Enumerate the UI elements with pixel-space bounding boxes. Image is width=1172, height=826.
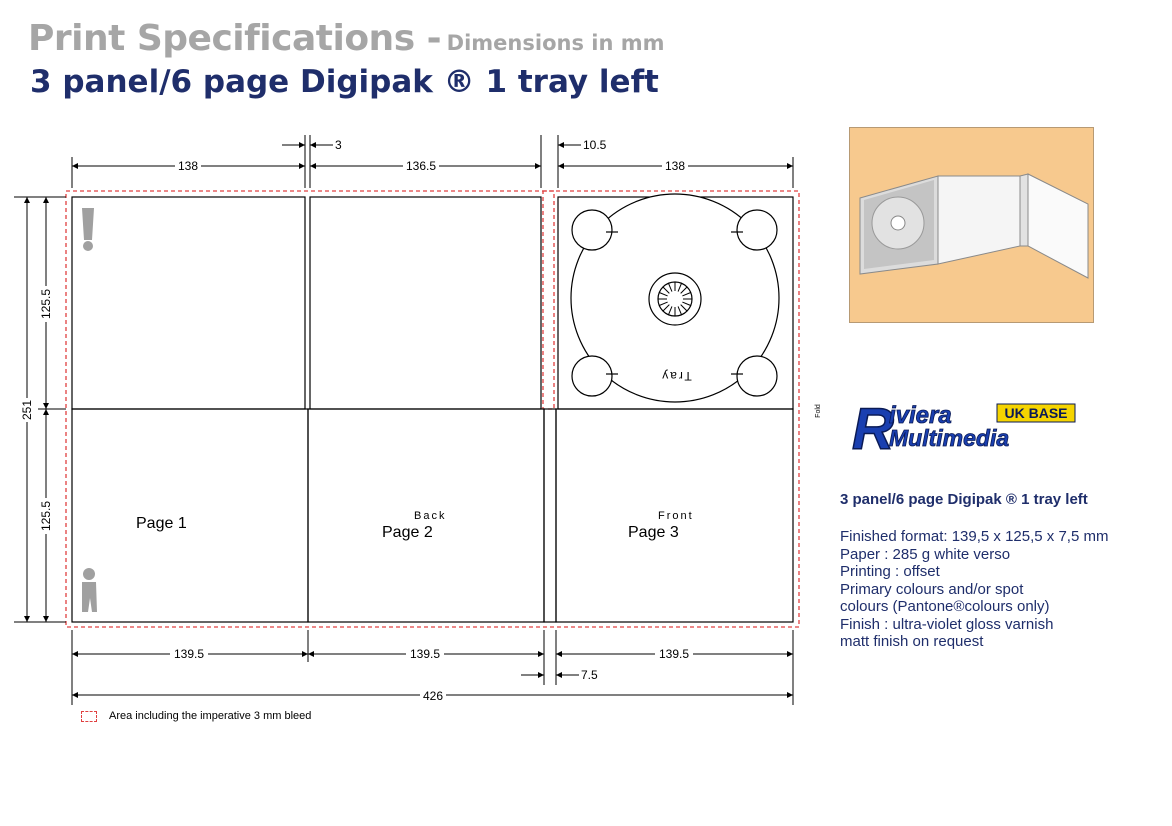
page2-label: Page 2 [382,524,433,541]
bleed-legend: Area including the imperative 3 mm bleed [81,710,311,722]
dim-top-panel-2: 136.5 [406,159,436,173]
spec-line: Printing : offset [840,563,940,580]
tray-tab-tl [571,209,613,251]
hub-tooth [677,283,682,292]
dim-total-width: 426 [423,689,443,703]
spec-line: Primary colours and/or spot [840,580,1024,598]
svg-text:UK BASE: UK BASE [1004,405,1067,421]
front-label: Front [658,510,694,522]
tray-tab-br [736,355,778,397]
spec-line: Finish : ultra-violet gloss varnish [840,615,1054,633]
svg-text:Multimedia: Multimedia [889,425,1009,451]
dim-top-tray-gap: 10.5 [583,138,607,152]
tray-tab-tr [736,209,778,251]
tray-tab-bl [571,355,613,397]
svg-text:iviera: iviera [889,402,952,429]
hub-tooth [659,292,668,297]
heading-title: Print Specifications - [28,18,442,59]
panel-top-2 [309,196,542,410]
bleed-legend-text: Area including the imperative 3 mm bleed [109,710,312,722]
dimension-labels: 138 3 136.5 10.5 138 251 125.5 125.5 139… [20,138,693,703]
hub-tooth [668,283,673,292]
panel-bottom-3 [555,408,794,623]
hub-tooth [662,304,670,312]
hub-tooth [659,301,668,306]
hub-tooth [680,304,688,312]
panel-top-1 [71,196,306,410]
hub-tooth [680,286,688,294]
page1-label: Page 1 [136,515,187,532]
dim-top-panel-1: 138 [178,159,198,173]
page-heading: Print Specifications - Dimensions in mm [28,18,665,59]
dim-height-total: 251 [20,400,34,420]
spec-title: 3 panel/6 page Digipak ® 1 tray left [840,491,1088,508]
dim-top-gap: 3 [335,138,342,152]
page3-label: Page 3 [628,524,679,541]
hub-tooth [682,301,691,306]
back-label: Back [414,510,446,522]
tray-gap-bleed [542,190,555,410]
dim-bottom-panel-1: 139.5 [174,647,204,661]
spec-line: colours (Pantone®colours only) [840,598,1050,615]
dim-bottom-gap: 7.5 [581,668,598,682]
hub-tooth [677,306,682,315]
spec-info: 3 panel/6 page Digipak ® 1 tray left Fin… [840,491,1160,651]
hub-tooth [662,286,670,294]
svg-text:R: R [852,399,894,453]
figure-upright-icon [82,568,97,612]
figure-upside-down-icon [82,208,94,251]
bleed-outline [65,190,800,628]
spec-line: Finished format: 139,5 x 125,5 x 7,5 mm [840,528,1109,545]
orientation-figures [82,208,97,612]
riviera-logo: R iviera Multimedia UK BASE [851,396,1080,463]
dim-top-panel-3: 138 [665,159,685,173]
bleed-legend-swatch [81,710,97,722]
fold-label: Fold [815,404,822,418]
dim-height-lower: 125.5 [39,501,53,531]
panel-bottom-spine [543,408,557,623]
spec-line: Paper : 285 g white verso [840,545,1011,563]
hub-tooth [682,292,691,297]
hub-tooth [668,306,673,315]
dim-bottom-panel-3: 139.5 [659,647,689,661]
tray-hub [648,272,702,326]
tray-label: Tray [660,369,692,383]
cd-tray [570,193,780,403]
dim-bottom-panel-2: 139.5 [410,647,440,661]
panel-bottom-1 [71,408,309,623]
digipak-photo [849,127,1094,323]
spec-line: matt finish on request [840,633,984,650]
product-title: 3 panel/6 page Digipak ® 1 tray left [30,64,659,100]
dim-height-upper: 125.5 [39,289,53,319]
heading-subtitle: Dimensions in mm [446,31,665,55]
